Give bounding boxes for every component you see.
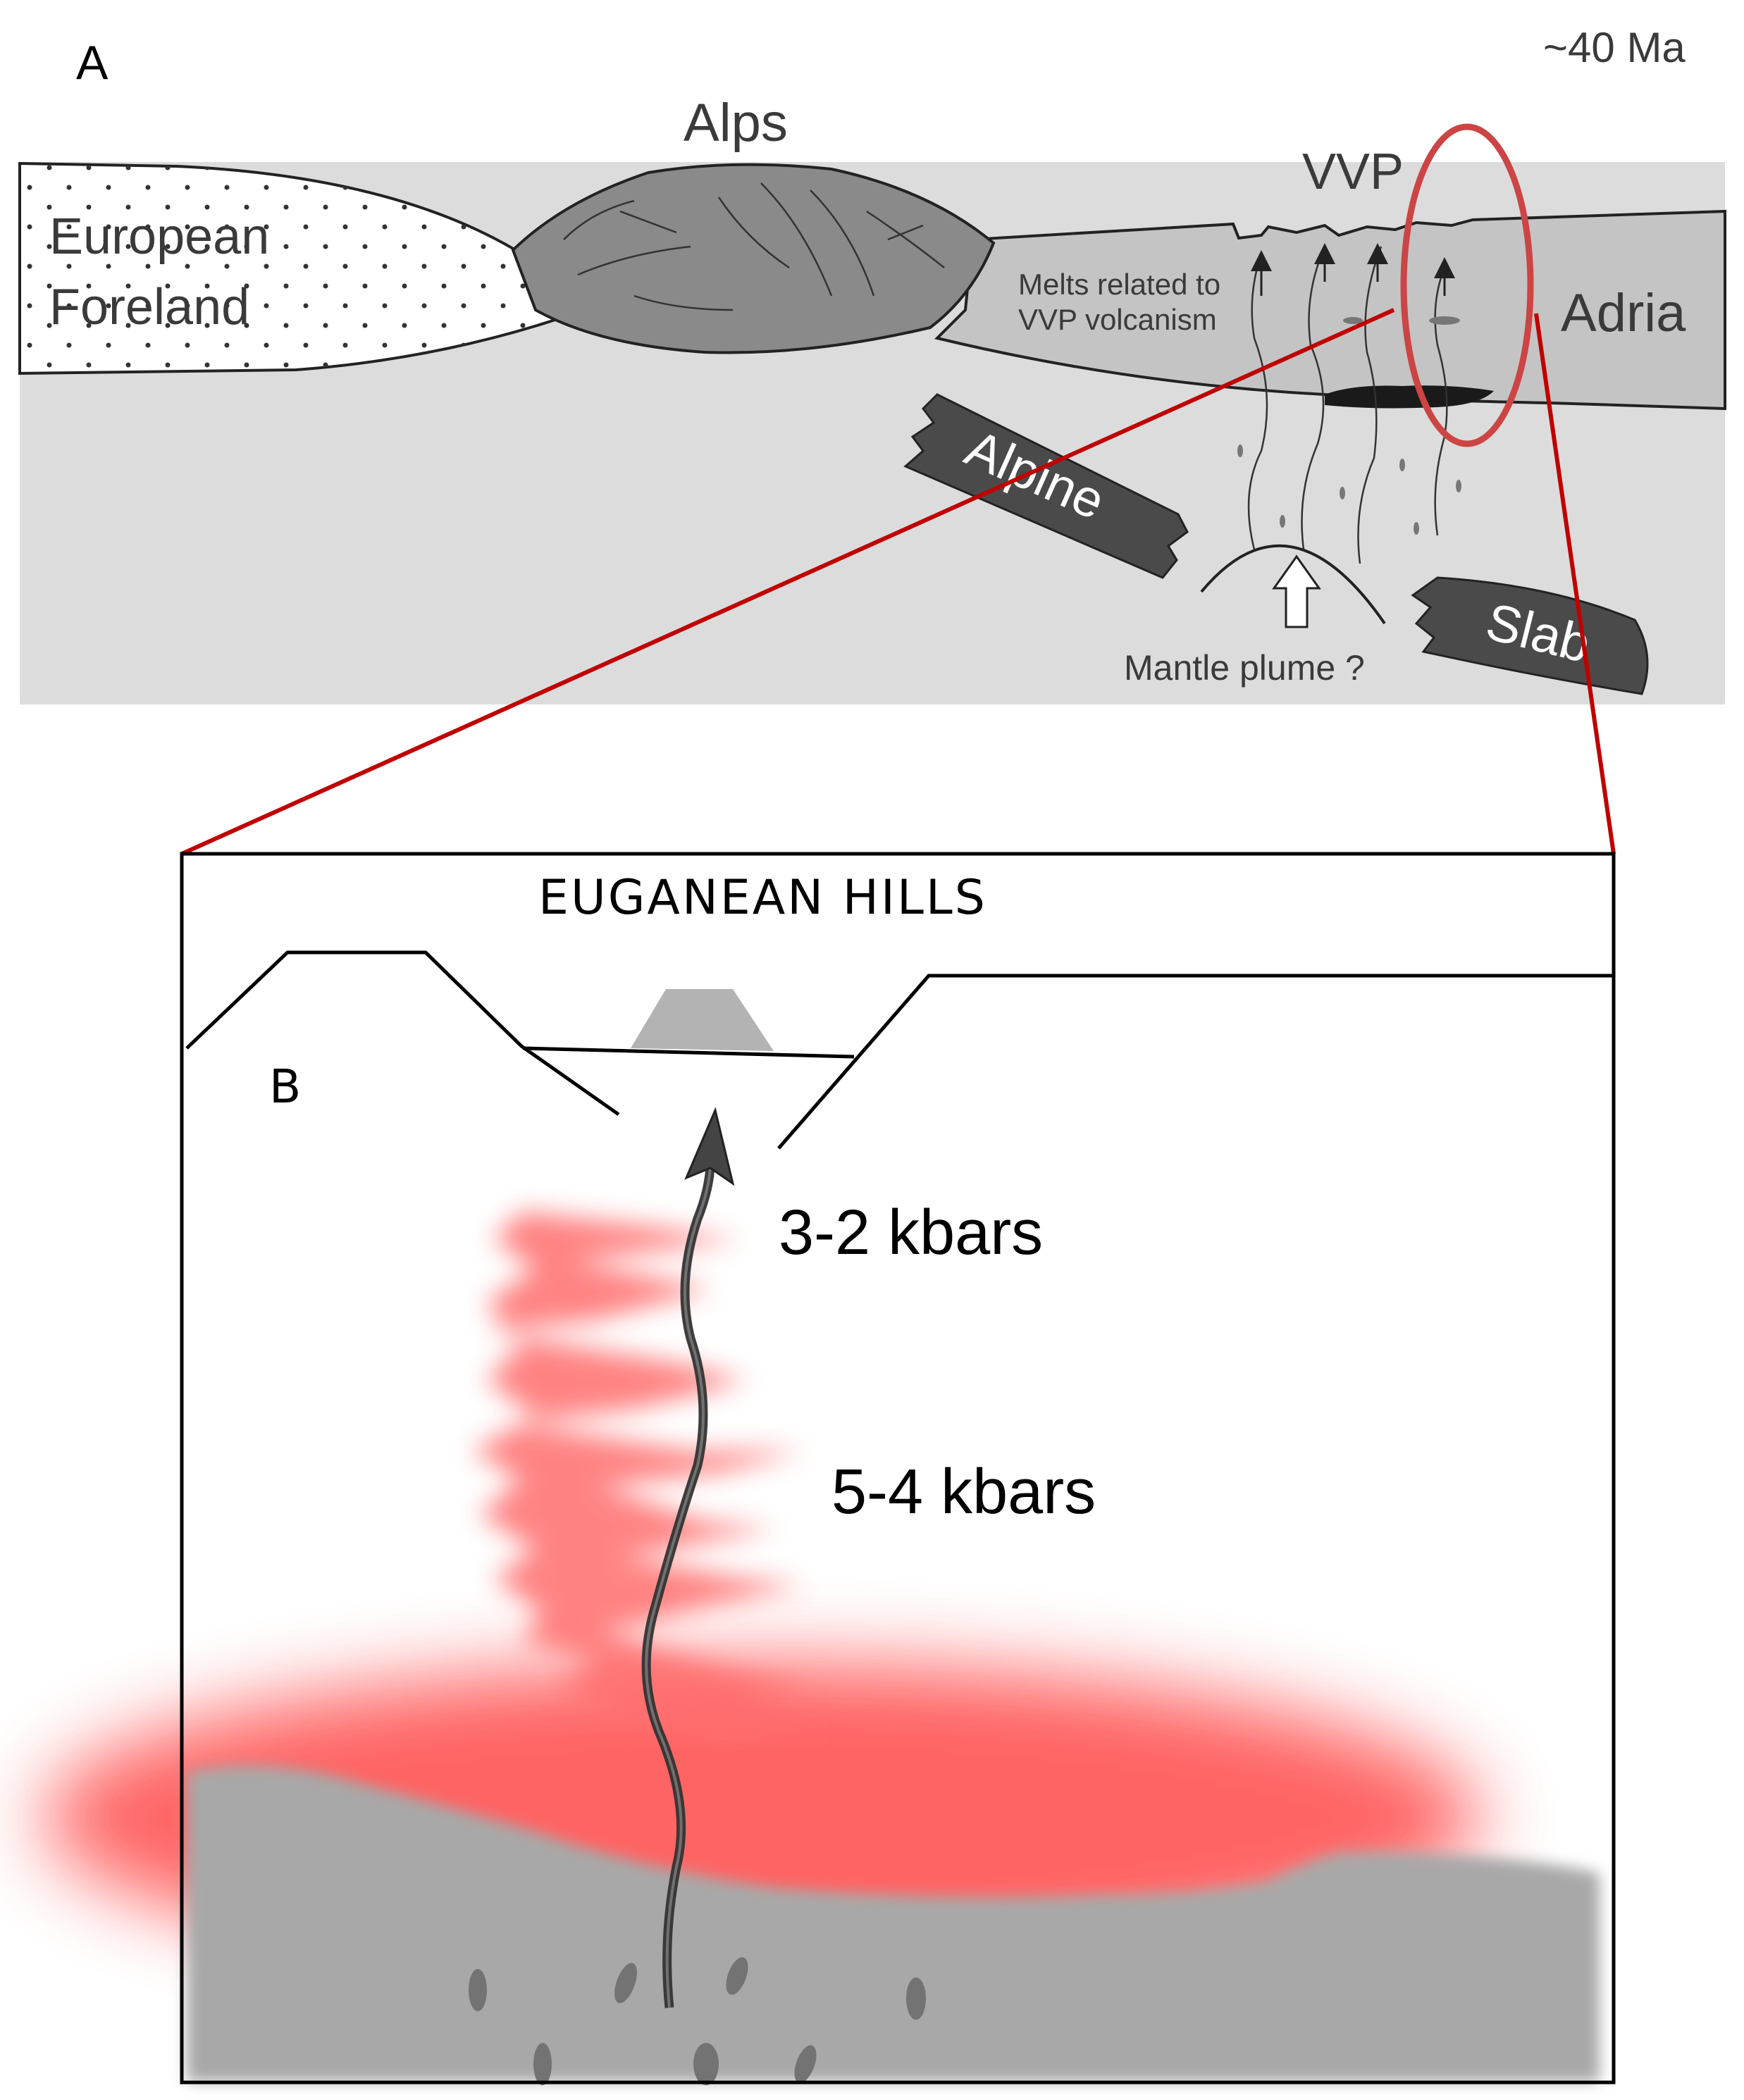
european-foreland-label-1: European bbox=[49, 209, 269, 265]
pressure-lower-label: 5-4 kbars bbox=[831, 1457, 1096, 1527]
panel-b: EUGANEAN HILLS B 3-2 kbars 5-4 kbars bbox=[42, 854, 1614, 2086]
panel-a: A ~40 Ma Alps VVP European Foreland Adri… bbox=[20, 24, 1725, 704]
melts-label-2: VVP volcanism bbox=[1018, 303, 1217, 336]
mantle-plume-label: Mantle plume ? bbox=[1124, 648, 1365, 688]
panel-a-letter: A bbox=[76, 36, 109, 89]
alps-label: Alps bbox=[684, 93, 788, 153]
vvp-label: VVP bbox=[1302, 144, 1404, 200]
european-foreland-label-2: Foreland bbox=[49, 279, 249, 335]
age-label: ~40 Ma bbox=[1543, 24, 1686, 71]
melts-label-1: Melts related to bbox=[1018, 268, 1220, 301]
pressure-upper-label: 3-2 kbars bbox=[779, 1198, 1043, 1268]
panel-b-letter: B bbox=[269, 1060, 301, 1114]
euganean-hills-title: EUGANEAN HILLS bbox=[538, 870, 987, 926]
adria-label: Adria bbox=[1561, 283, 1686, 343]
